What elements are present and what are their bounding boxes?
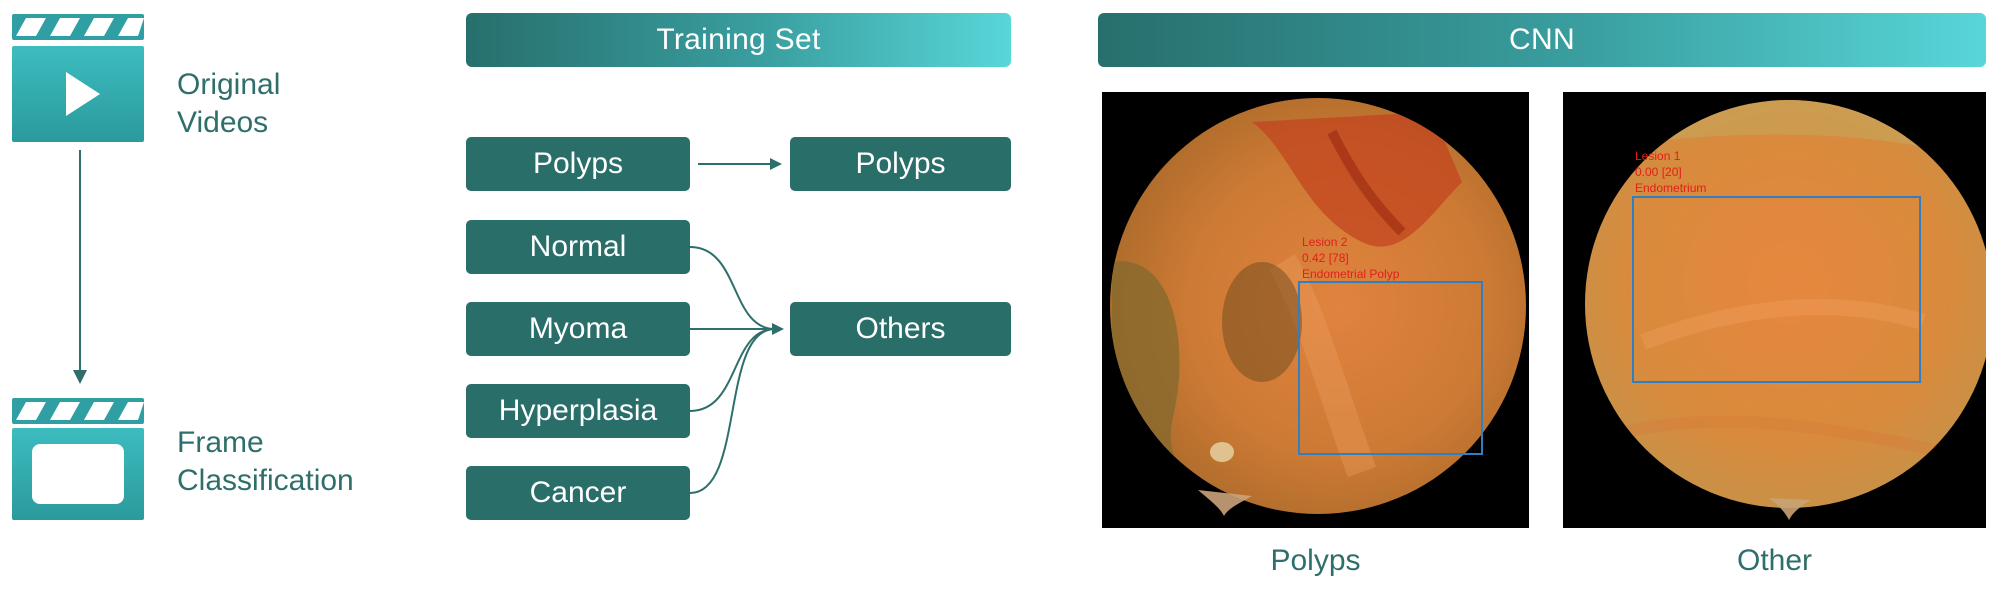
detection-text-line: Endometrium: [1635, 181, 1706, 195]
frame-classification-label: Frame Classification: [177, 426, 354, 497]
source-class-normal: Normal: [466, 220, 690, 274]
target-class-polyps: Polyps: [790, 137, 1011, 191]
detection-text-line: Lesion 1: [1635, 149, 1681, 163]
target-class-others: Others: [790, 302, 1011, 356]
detection-text-line: 0.00 [20]: [1635, 165, 1682, 179]
frame-clapperboard-icon: [12, 398, 144, 520]
original-videos-label: Original Videos: [177, 68, 281, 139]
panel-caption-other: Other: [1736, 544, 1813, 577]
detection-text-line: 0.42 [78]: [1302, 251, 1349, 265]
pipeline-down-arrow: [73, 150, 87, 384]
cnn-header: CNN: [1098, 13, 1986, 67]
hysteroscopy-frame-polyps: Lesion 2 0.42 [78] Endometrial Polyp: [1102, 92, 1529, 528]
source-class-myoma: Myoma: [466, 302, 690, 356]
video-clapperboard-icon: [12, 14, 144, 142]
detection-text-line: Lesion 2: [1302, 235, 1348, 249]
source-class-polyps: Polyps: [466, 137, 690, 191]
source-class-cancer: Cancer: [466, 466, 690, 520]
panel-caption-polyps: Polyps: [1270, 544, 1361, 577]
training-set-header: Training Set: [466, 13, 1011, 67]
detection-text-line: Endometrial Polyp: [1302, 267, 1400, 281]
hysteroscopy-frame-other: Lesion 1 0.00 [20] Endometrium: [1563, 92, 1986, 528]
source-class-hyperplasia: Hyperplasia: [466, 384, 690, 438]
